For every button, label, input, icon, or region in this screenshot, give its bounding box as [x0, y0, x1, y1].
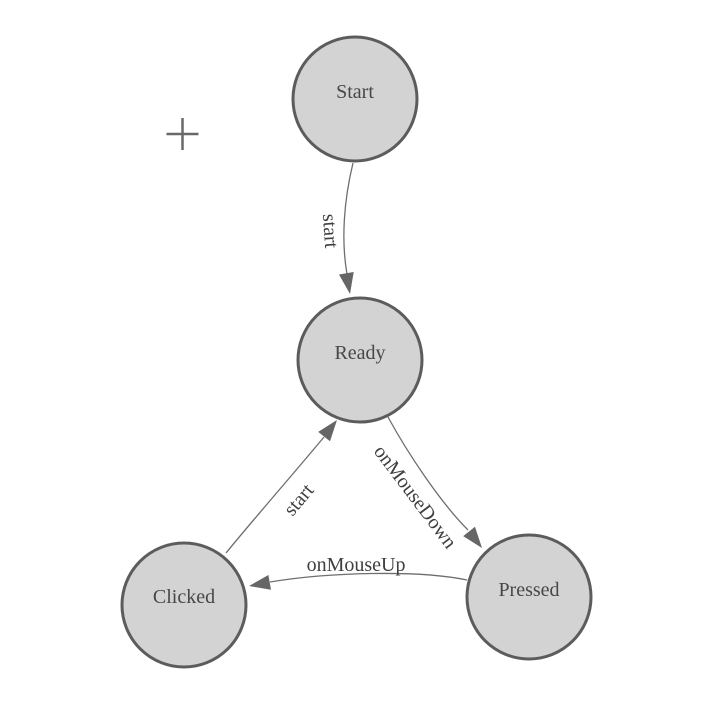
state-label: Pressed: [498, 579, 559, 601]
state-circle[interactable]: [465, 533, 593, 661]
arrowhead-icon: [463, 526, 482, 548]
transition-label: start: [318, 213, 342, 249]
state-label: Clicked: [153, 586, 215, 608]
state-node-start[interactable]: Start: [291, 35, 419, 163]
arrowhead-icon: [318, 420, 337, 442]
arrowhead-icon: [249, 575, 271, 590]
state-node-ready[interactable]: Ready: [296, 296, 424, 424]
arrowhead-icon: [339, 272, 354, 294]
origin-cross-icon: [166, 118, 199, 150]
transition-label: onMouseDown: [369, 441, 461, 553]
transition-start-to-ready[interactable]: start: [318, 162, 354, 294]
state-circle[interactable]: [120, 541, 248, 669]
state-circle[interactable]: [296, 296, 424, 424]
transition-path[interactable]: [225, 436, 325, 554]
transition-path[interactable]: [343, 162, 354, 275]
state-label: Start: [336, 81, 374, 103]
transition-label: start: [280, 479, 319, 520]
state-circle[interactable]: [291, 35, 419, 163]
state-node-clicked[interactable]: Clicked: [120, 541, 248, 669]
transition-pressed-to-clicked[interactable]: onMouseUp: [249, 554, 468, 590]
transition-clicked-to-ready[interactable]: start: [225, 420, 337, 554]
transition-ready-to-pressed[interactable]: onMouseDown: [369, 416, 482, 553]
transition-label: onMouseUp: [307, 554, 406, 576]
transition-path[interactable]: [387, 416, 469, 531]
transition-path[interactable]: [269, 572, 468, 583]
state-node-pressed[interactable]: Pressed: [465, 533, 593, 661]
state-label: Ready: [334, 342, 385, 364]
